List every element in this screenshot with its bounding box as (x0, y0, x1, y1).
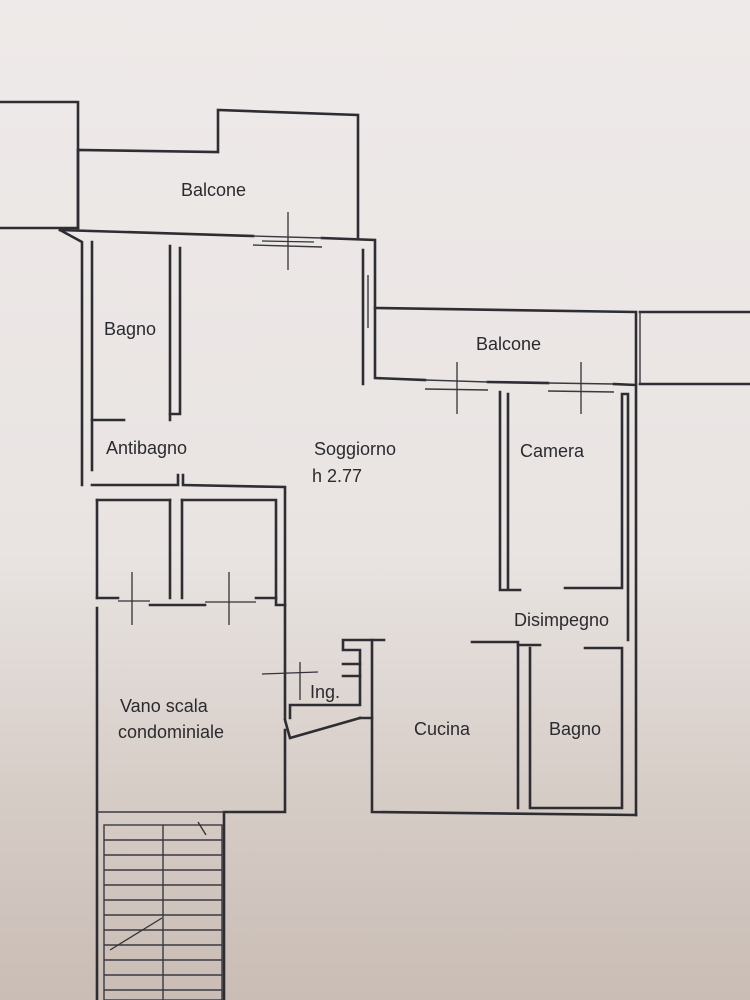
label-disimpegno: Disimpegno (514, 610, 609, 630)
label-bagno-east: Bagno (549, 719, 601, 739)
antibagno-walls (90, 418, 287, 720)
stairs (103, 821, 223, 1000)
apartment-outline (58, 228, 638, 817)
label-antibagno: Antibagno (106, 438, 187, 458)
balcone-north-outline (76, 108, 360, 239)
window-soggiorno (252, 212, 323, 270)
label-vano-scala-2: condominiale (118, 722, 224, 742)
window-balcone-east-1 (424, 362, 489, 414)
camera-walls (498, 390, 630, 642)
ingresso-walls (261, 638, 386, 740)
label-cucina: Cucina (414, 719, 471, 739)
label-camera: Camera (520, 441, 585, 461)
label-balcone-north: Balcone (181, 180, 246, 200)
cucina-walls (370, 638, 624, 810)
label-soggiorno-height: h 2.77 (312, 466, 362, 486)
label-soggiorno: Soggiorno (314, 439, 396, 459)
room-labels: Balcone Balcone Bagno Antibagno Soggiorn… (104, 180, 609, 742)
window-camera (547, 362, 615, 414)
label-bagno-west: Bagno (104, 319, 156, 339)
label-vano-scala-1: Vano scala (120, 696, 209, 716)
vano-scala-walls (95, 606, 287, 1000)
label-balcone-east: Balcone (476, 334, 541, 354)
label-ingresso: Ing. (310, 682, 340, 702)
balcone-east-outline (373, 306, 641, 386)
